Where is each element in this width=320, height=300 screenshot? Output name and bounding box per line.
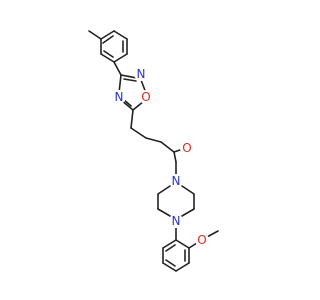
- atom-o-carbonyl: O: [180, 141, 194, 155]
- bond-tolyl-3: [113, 30, 128, 40]
- bond-methyl: [88, 30, 102, 40]
- bond-pip-6: [181, 185, 195, 195]
- atom-n-aryl: N: [169, 214, 183, 228]
- bond-c3-n2-inner: [123, 78, 137, 82]
- bond-aryl-4-inner: [165, 259, 176, 267]
- bond-aryl-6: [162, 239, 177, 249]
- bond-chain-4: [160, 141, 175, 153]
- bond-pip-1: [157, 185, 171, 195]
- bond-carbonyl: [173, 151, 177, 163]
- bond-pip-4: [181, 208, 195, 217]
- atom-n-oxadiazole-4: N: [112, 90, 126, 104]
- bond-chain-3: [145, 137, 162, 143]
- bond-tolyl-6: [100, 53, 115, 63]
- structure-canvas: N O N O N N O: [88, 30, 219, 272]
- bond-c3-n2: [120, 74, 138, 79]
- atom-o-methoxy: O: [195, 233, 209, 247]
- atom-label: O: [182, 141, 191, 155]
- atom-n-amide: N: [169, 174, 183, 188]
- bond-aryl-4: [162, 262, 177, 272]
- bond-tolyl-2: [100, 30, 115, 40]
- bond-n4-c3: [118, 74, 122, 94]
- methoxyphenyl-ring: [162, 230, 219, 272]
- molecule-structure: N O N O N N O: [88, 30, 219, 272]
- atom-labels: N O N O N N O: [112, 67, 209, 247]
- bond-aryl-methoxy: [188, 242, 198, 249]
- bond-tolyl-2-inner: [102, 35, 114, 44]
- bond-aryl-3: [175, 262, 190, 272]
- tolyl-ring: [88, 30, 128, 63]
- atom-label: O: [141, 90, 150, 104]
- atom-n-oxadiazole-2: N: [134, 67, 148, 81]
- bond-pip-3: [157, 208, 171, 217]
- piperazine-ring: [157, 185, 195, 217]
- butanoyl-chain: [130, 109, 184, 177]
- bond-tolyl-6-inner: [103, 50, 114, 58]
- atom-label: N: [137, 67, 146, 81]
- atom-label: N: [172, 174, 181, 188]
- bond-chain-1: [130, 109, 134, 129]
- atom-label: O: [197, 233, 206, 247]
- bond-chain-2: [130, 127, 147, 139]
- bond-aryl-6-inner: [165, 244, 176, 252]
- bond-tolyl-5: [113, 53, 128, 63]
- bond-methoxy-methyl: [206, 230, 219, 238]
- bond-tolyl-oxadiazole: [113, 61, 122, 76]
- atom-label: N: [115, 90, 124, 104]
- bond-aryl-1: [175, 239, 190, 249]
- atom-o-oxadiazole-1: O: [139, 90, 153, 104]
- atom-label: N: [172, 214, 181, 228]
